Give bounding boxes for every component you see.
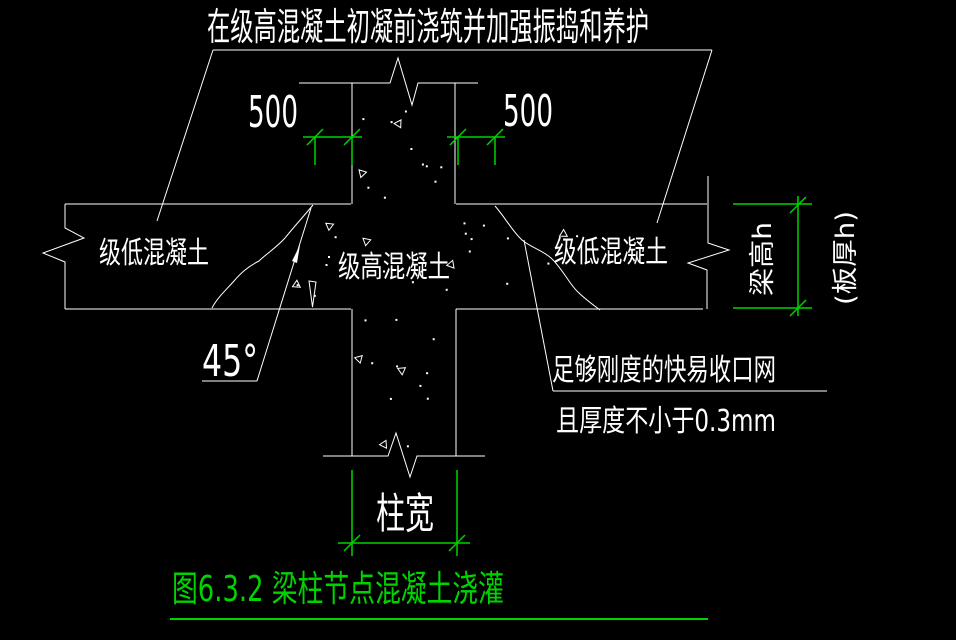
column-label: 级高混凝土 <box>338 250 450 285</box>
concrete-texture <box>291 110 579 450</box>
slab-thickness-label: (板厚h) <box>831 211 861 305</box>
dim-500-right-extensions <box>458 137 495 165</box>
top-note-callout-left-diagonal <box>157 50 213 221</box>
construction-joint-right <box>495 206 600 310</box>
left-beam-break-symbol <box>43 204 84 309</box>
figure-caption: 图6.3.2 梁柱节点混凝土浇灌 <box>172 569 504 610</box>
dim-beam-height-ticks <box>790 197 806 316</box>
dim-500-left-ticks <box>307 129 360 145</box>
left-beam-label: 级低混凝土 <box>99 236 209 271</box>
column-bottom-break-symbol <box>323 433 485 477</box>
structure-lines <box>43 50 827 477</box>
joint-spike-mark <box>309 281 316 307</box>
angle-label: 45° <box>202 336 258 387</box>
dimension-lines <box>303 129 812 556</box>
construction-joint-left <box>212 205 313 308</box>
mesh-note-leader-line <box>524 240 553 391</box>
angle-leader-line <box>257 208 311 381</box>
top-note-text: 在级高混凝土初凝前浇筑并加强振捣和养护 <box>207 5 649 49</box>
dim-500-right-ticks <box>450 129 503 145</box>
dim-500-left-value: 500 <box>248 87 298 138</box>
beam-height-label: 梁高h <box>748 222 778 296</box>
dim-500-right-value: 500 <box>503 86 553 137</box>
right-beam-break-symbol <box>688 176 729 309</box>
dim-column-width-ticks <box>344 535 465 551</box>
angle-leader-arrowhead <box>292 245 300 263</box>
mesh-note-line1: 足够刚度的快易收口网 <box>552 353 776 388</box>
mesh-note-line2: 且厚度不小于0.3mm <box>556 404 776 439</box>
dim-column-width-extensions <box>352 470 457 556</box>
column-width-label: 柱宽 <box>376 489 434 538</box>
right-beam-label: 级低混凝土 <box>554 235 668 270</box>
top-note-callout-right-diagonal <box>657 50 712 223</box>
column-top-break-symbol <box>299 58 478 105</box>
dim-500-left-extensions <box>315 137 352 165</box>
